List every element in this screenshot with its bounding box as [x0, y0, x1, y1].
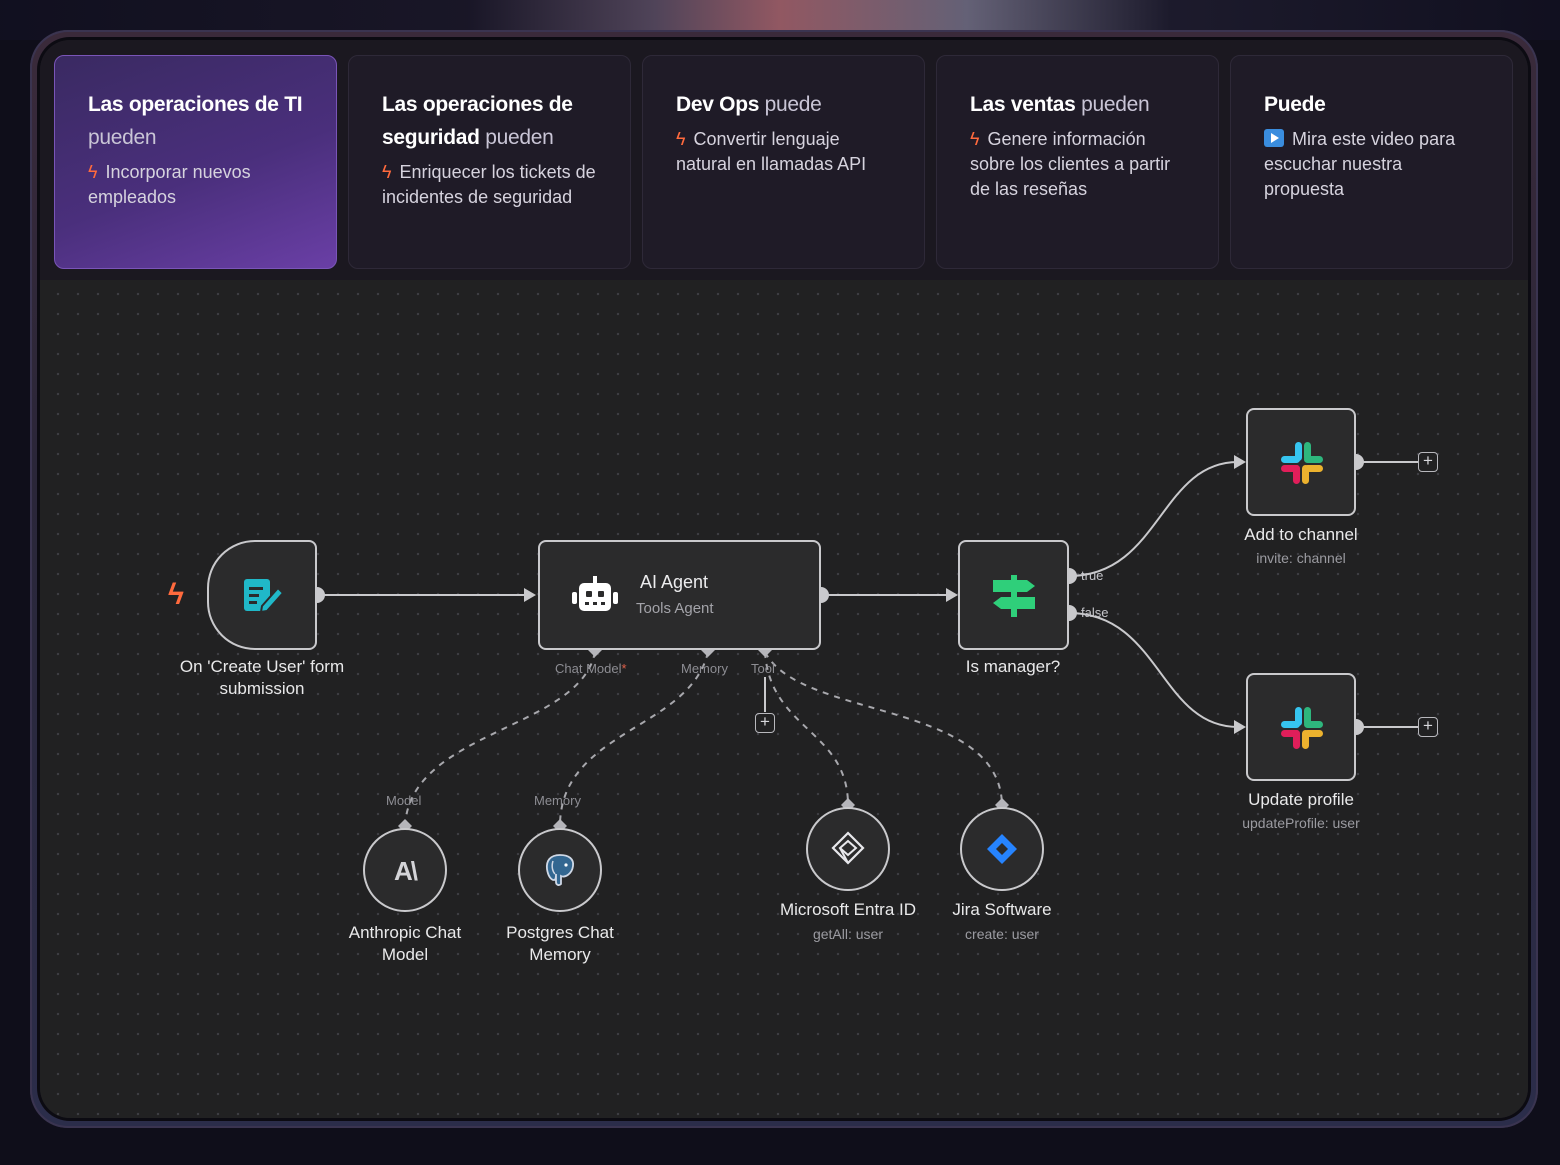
- card-title-light: pueden: [485, 126, 554, 149]
- card-title-strong: Las ventas: [970, 93, 1076, 116]
- anthropic-port-label: Model: [386, 793, 422, 808]
- card-text: Enriquecer los tickets de incidentes de …: [382, 162, 596, 207]
- dashed-tool-jira: [764, 651, 1003, 806]
- bolt-icon: ϟ: [676, 129, 686, 149]
- arrow-condition-input: [946, 588, 958, 602]
- dashed-memory: [559, 651, 709, 827]
- bolt-icon: ϟ: [970, 129, 980, 149]
- add-channel-sub: invite: channel: [1256, 550, 1346, 566]
- condition-label: Is manager?: [965, 657, 1061, 676]
- entra-sub: getAll: user: [812, 926, 884, 942]
- card-title-strong: Puede: [1264, 93, 1326, 116]
- connection-false-branch: [1068, 612, 1239, 728]
- anthropic-label: Anthropic Chat Model: [348, 923, 462, 964]
- anthropic-icon: A\: [394, 856, 418, 886]
- connection-true-branch: [1068, 461, 1239, 577]
- update-profile-sub: updateProfile: user: [1242, 815, 1360, 831]
- port-label-chat-model: Chat Model*: [555, 661, 627, 676]
- robot-icon: [572, 576, 618, 611]
- add-node-button[interactable]: +: [1418, 717, 1438, 737]
- trigger-label: On 'Create User' form submission: [179, 657, 345, 698]
- entra-label: Microsoft Entra ID: [779, 900, 917, 919]
- jira-sub: create: user: [965, 926, 1039, 942]
- agent-title: AI Agent: [640, 572, 709, 592]
- condition-node[interactable]: [958, 540, 1069, 650]
- jira-node[interactable]: [960, 807, 1044, 891]
- signpost-icon: [993, 575, 1035, 617]
- card-title-light: pueden: [88, 126, 157, 149]
- false-branch-label: false: [1081, 605, 1109, 620]
- trigger-node[interactable]: [207, 540, 317, 650]
- arrow-channel-input: [1234, 455, 1246, 469]
- add-tool-button[interactable]: +: [755, 713, 775, 733]
- card-title-strong: Las operaciones de seguridad: [382, 93, 573, 149]
- jira-icon: [987, 834, 1017, 864]
- postgres-icon: [545, 854, 574, 886]
- entra-node[interactable]: [806, 807, 890, 891]
- card-title-strong: Dev Ops: [676, 93, 760, 116]
- add-channel-node[interactable]: [1246, 408, 1356, 516]
- form-icon: [244, 579, 285, 614]
- card-title-strong: Las operaciones de TI: [88, 93, 303, 116]
- dashed-tool-entra: [764, 651, 849, 806]
- jira-label: Jira Software: [952, 900, 1052, 919]
- card-text: Genere información sobre los clientes a …: [970, 129, 1171, 199]
- card-text: Incorporar nuevos empleados: [88, 162, 251, 207]
- arrow-profile-input: [1234, 720, 1246, 734]
- play-icon: [1264, 129, 1284, 147]
- add-channel-label: Add to channel: [1244, 525, 1358, 544]
- entra-icon: [831, 831, 865, 865]
- update-profile-node[interactable]: [1246, 673, 1356, 781]
- agent-subtitle: Tools Agent: [636, 600, 714, 617]
- postgres-port-label: Memory: [534, 793, 581, 808]
- anthropic-node[interactable]: A\: [363, 828, 447, 912]
- update-profile-label: Update profile: [1248, 790, 1354, 809]
- card-title-light: puede: [764, 93, 822, 116]
- postgres-node[interactable]: [518, 828, 602, 912]
- bolt-icon: ϟ: [382, 162, 392, 182]
- card-title-light: pueden: [1081, 93, 1150, 116]
- slack-icon: [1281, 707, 1323, 749]
- required-marker: *: [621, 661, 627, 676]
- true-branch-label: true: [1081, 568, 1104, 583]
- ai-agent-node[interactable]: AI Agent Tools Agent: [538, 540, 821, 650]
- port-label-memory: Memory: [681, 661, 728, 676]
- postgres-label: Postgres Chat Memory: [506, 923, 614, 964]
- bolt-icon: ϟ: [88, 162, 98, 182]
- card-video[interactable]: Puede Mira este video para escuchar nues…: [1230, 55, 1513, 269]
- trigger-bolt-icon: ϟ: [168, 578, 184, 611]
- slack-icon: [1281, 442, 1323, 484]
- arrow-agent-input: [524, 588, 536, 602]
- add-node-button[interactable]: +: [1418, 452, 1438, 472]
- card-text: Convertir lenguaje natural en llamadas A…: [676, 129, 867, 174]
- port-label-tool: Tool: [751, 661, 775, 676]
- card-text: Mira este video para escuchar nuestra pr…: [1264, 129, 1456, 199]
